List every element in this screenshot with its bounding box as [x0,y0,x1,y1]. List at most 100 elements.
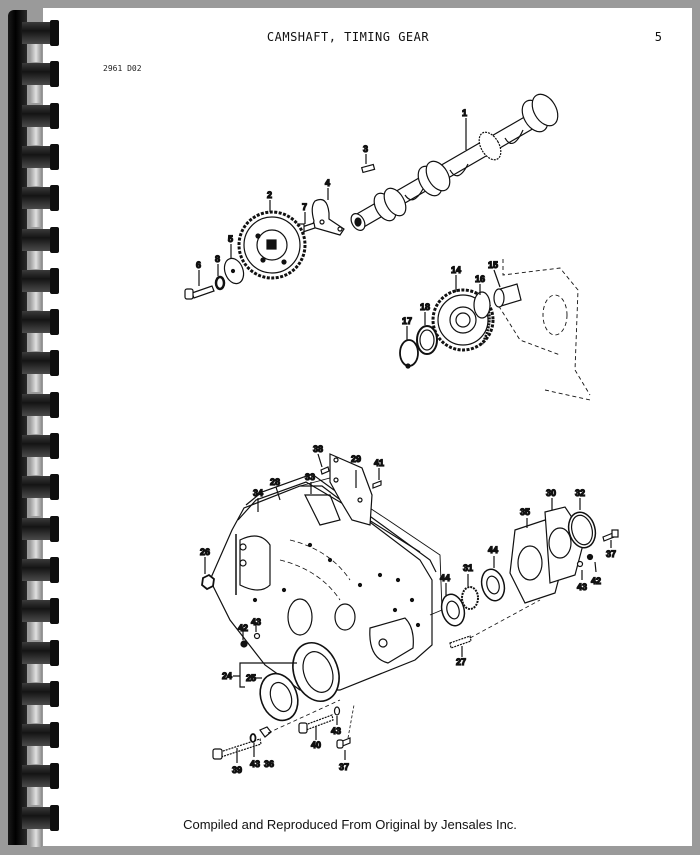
svg-text:27: 27 [456,657,466,667]
svg-text:4: 4 [325,178,330,188]
binding-loop-highlight [30,167,42,186]
svg-text:34: 34 [253,488,263,498]
binding-tooth [22,433,62,459]
binding-tooth [22,722,62,749]
comb-binding-spine [8,10,27,845]
svg-text:37: 37 [606,549,616,559]
binding-loop-highlight [30,126,42,145]
binding-tooth [22,598,62,625]
binding-tooth-end [50,309,59,336]
binding-loop-highlight [30,85,42,104]
binding-tooth [22,515,62,542]
binding-tooth [22,102,62,129]
binding-tooth-bar [22,311,52,334]
svg-text:28: 28 [270,477,280,487]
binding-tooth-end [50,556,59,583]
binding-tooth-bar [22,765,52,788]
binding-tooth-end [50,20,59,46]
binding-tooth [22,639,62,666]
svg-text:35: 35 [520,507,530,517]
svg-text:32: 32 [575,488,585,498]
svg-text:44: 44 [488,545,498,555]
binding-tooth [22,391,62,418]
svg-text:43: 43 [250,759,260,769]
svg-text:8: 8 [215,254,220,264]
binding-tooth [22,763,62,790]
svg-text:43: 43 [331,726,341,736]
svg-text:2: 2 [267,190,272,200]
svg-text:24: 24 [222,671,232,681]
binding-tooth-end [50,722,59,749]
binding-tooth-end [50,267,59,294]
page-title: CAMSHAFT, TIMING GEAR [0,30,700,44]
binding-loop-highlight [30,663,42,682]
binding-tooth-bar [22,641,52,664]
binding-loop-highlight [30,333,42,352]
page-title-text: CAMSHAFT, TIMING GEAR [266,30,430,44]
camshaft [350,93,559,231]
svg-text:17: 17 [402,316,412,326]
engine-block-outline [494,259,591,401]
timing-gear-case [209,473,437,691]
binding-tooth [22,556,62,583]
svg-text:43: 43 [251,617,261,627]
svg-text:15: 15 [488,260,498,270]
binding-tooth [22,350,62,377]
binding-tooth-bar [22,724,52,747]
binding-tooth-end [50,474,59,501]
binding-tooth-bar [22,187,52,210]
binding-tooth [22,226,62,253]
binding-tooth-end [50,680,59,707]
binding-tooth-end [50,143,59,170]
svg-text:44: 44 [440,573,450,583]
binding-loop-highlight [30,622,42,641]
manual-page [43,8,692,846]
svg-text:41: 41 [374,458,384,468]
binding-tooth-bar [22,228,52,251]
binding-tooth-end [50,598,59,625]
binding-loop-highlight [30,44,42,62]
svg-text:38: 38 [313,444,323,454]
binding-tooth-bar [22,435,52,457]
binding-tooth-bar [22,104,52,127]
binding-tooth-end [50,350,59,377]
binding-tooth [22,20,62,46]
svg-text:16: 16 [475,274,485,284]
binding-tooth-end [50,391,59,418]
svg-text:6: 6 [196,260,201,270]
binding-tooth-bar [22,352,52,375]
binding-tooth-bar [22,22,52,44]
binding-tooth-bar [22,476,52,499]
binding-tooth-end [50,102,59,129]
binding-tooth-end [50,185,59,212]
binding-loop-highlight [30,291,42,310]
svg-text:14: 14 [451,265,461,275]
binding-tooth-bar [22,63,52,86]
binding-tooth-bar [22,682,52,705]
binding-tooth-end [50,61,59,88]
binding-loop-highlight [30,704,42,723]
svg-text:5: 5 [228,234,233,244]
binding-loop-highlight [30,580,42,599]
binding-loop-highlight [30,498,42,517]
binding-tooth [22,185,62,212]
binding-tooth-end [50,639,59,666]
binding-loop-highlight [30,415,42,434]
label-1: 1 [462,108,467,118]
binding-tooth [22,804,62,831]
svg-text:26: 26 [200,547,210,557]
binding-tooth-bar [22,517,52,540]
svg-text:42: 42 [591,576,601,586]
binding-tooth [22,267,62,294]
svg-text:31: 31 [463,563,473,573]
binding-tooth-bar [22,145,52,168]
svg-text:42: 42 [238,623,248,633]
camshaft-gear [237,210,307,280]
binding-tooth [22,474,62,501]
binding-tooth [22,61,62,88]
binding-tooth [22,680,62,707]
figure-code: 2961 D02 [103,64,142,73]
binding-tooth-end [50,433,59,459]
binding-tooth [22,143,62,170]
